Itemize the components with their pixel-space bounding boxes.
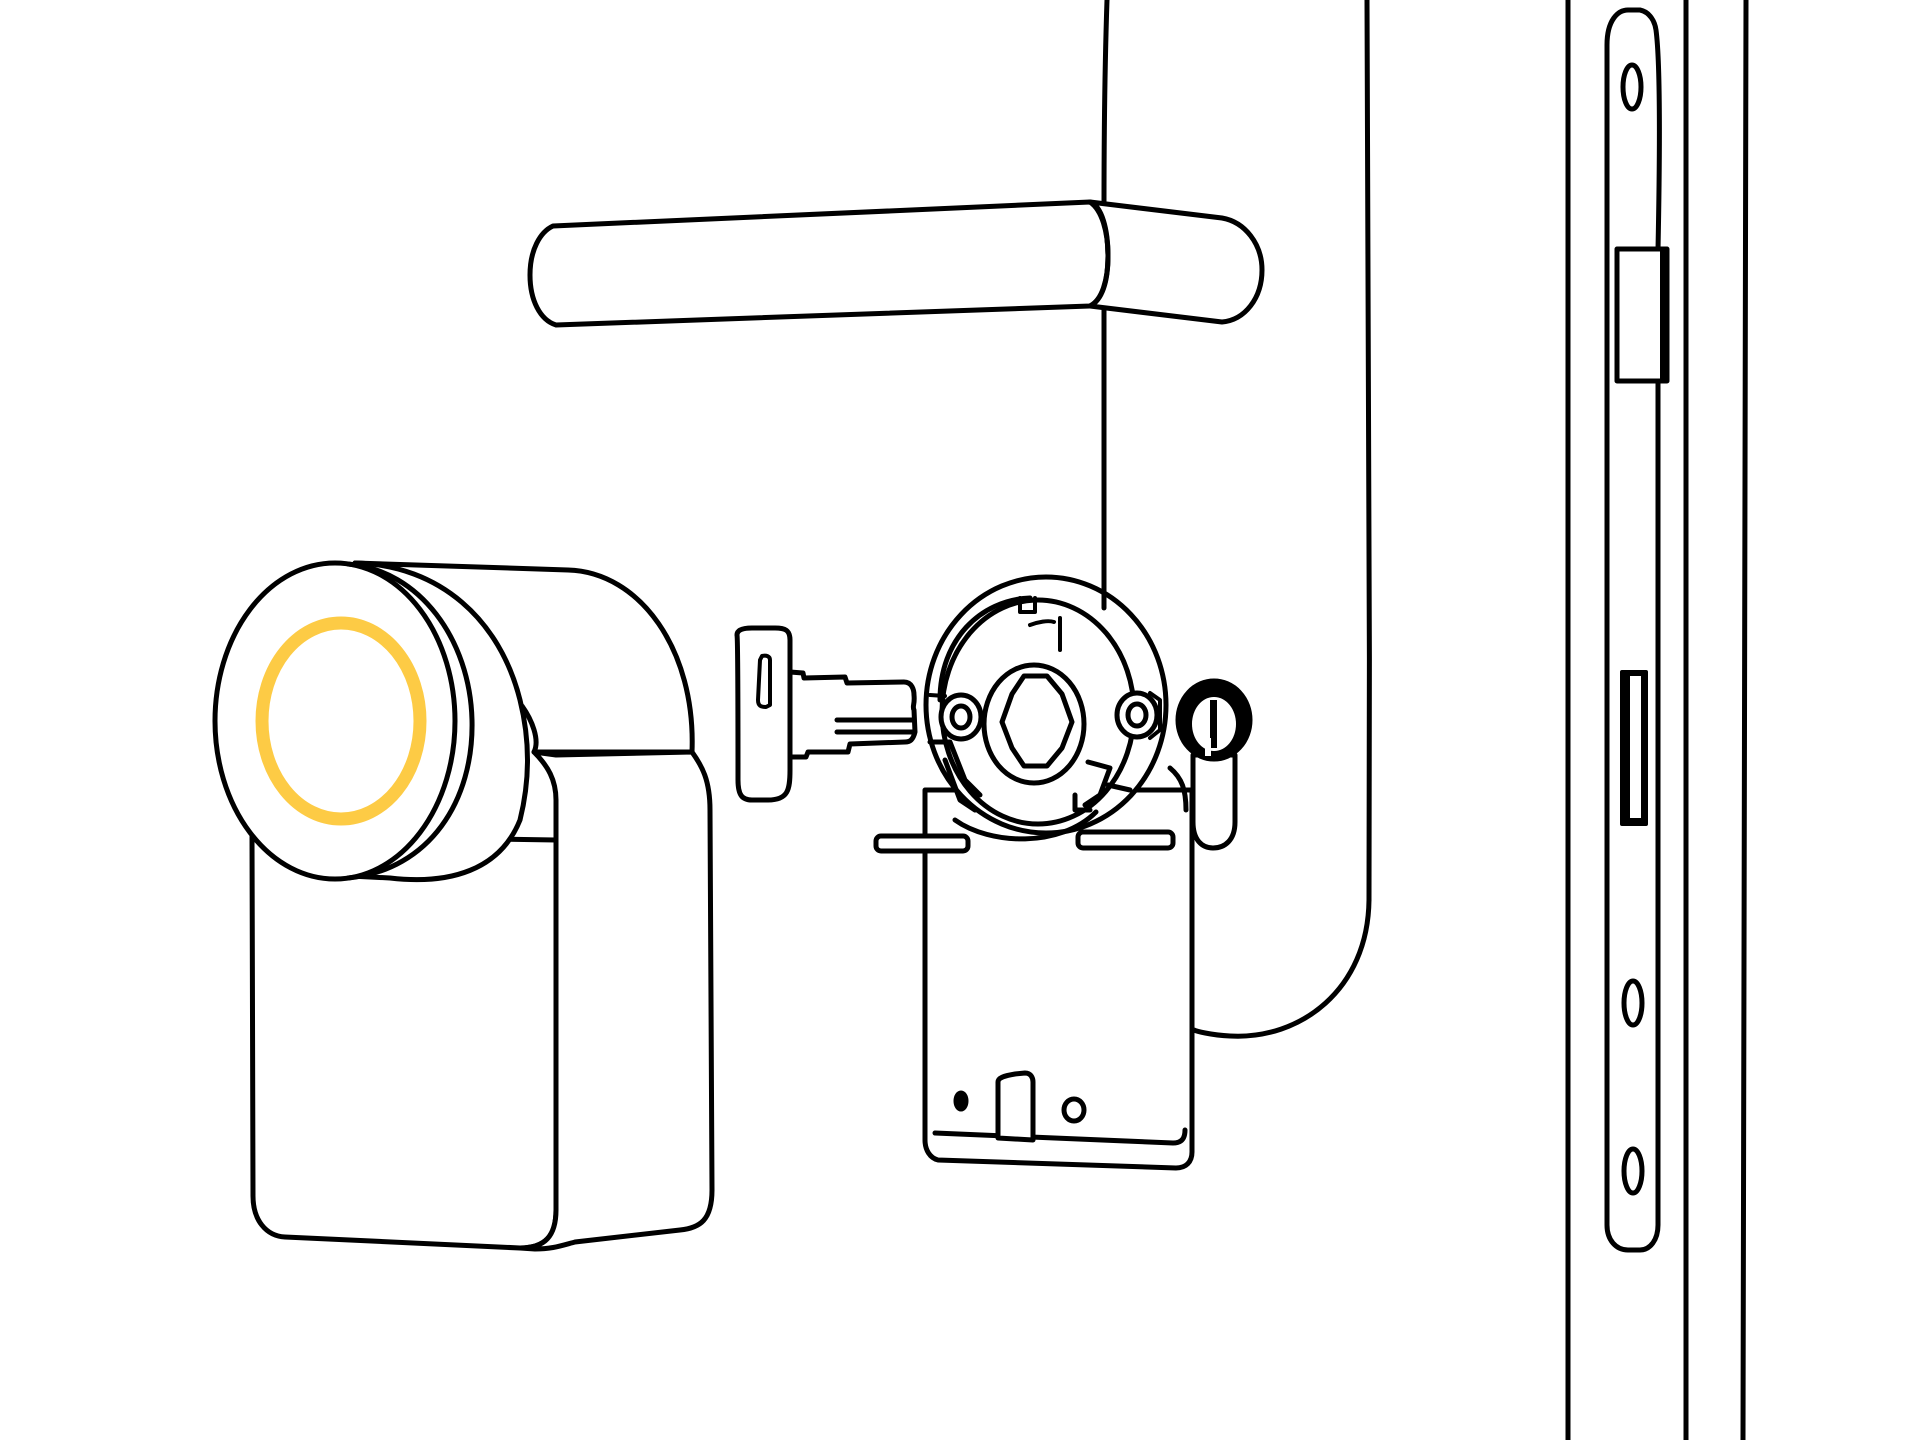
key <box>734 625 918 803</box>
lock-faceplate <box>1604 7 1670 1253</box>
led-ring-icon <box>255 616 427 826</box>
screw-hole-icon <box>1621 1146 1645 1196</box>
latch-bolt <box>1614 246 1670 384</box>
lock-cylinder <box>1167 678 1253 851</box>
door <box>1101 0 1372 1039</box>
screw-hole-icon <box>1061 1096 1087 1124</box>
screw-hole-icon <box>1621 978 1645 1028</box>
screw-hole-icon <box>953 1090 969 1112</box>
deadbolt-slot <box>1620 670 1648 826</box>
screw-hole-icon <box>1620 62 1644 112</box>
mounting-plate <box>873 574 1195 1171</box>
door-handle <box>527 199 1265 328</box>
door-edge <box>1565 0 1749 1440</box>
smart-lock <box>212 560 715 1252</box>
